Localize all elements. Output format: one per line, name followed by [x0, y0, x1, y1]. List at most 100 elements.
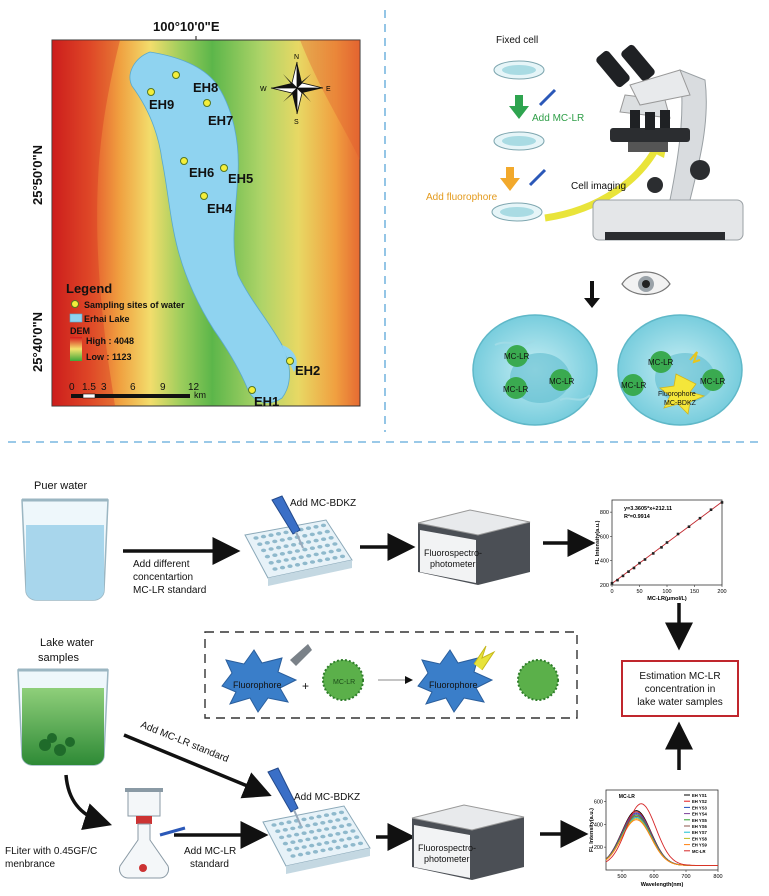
chart2-xlabel: Wavelength(nm) [641, 882, 684, 888]
legend-title: Legend [66, 281, 112, 296]
legend-low: Low : 1123 [86, 352, 132, 362]
chart2-legend-label: MC-LR [692, 849, 706, 854]
scale-unit: km [194, 390, 206, 400]
chart2-legend-label: EH YS7 [692, 830, 707, 835]
chart1-ytick: 800 [600, 510, 609, 516]
sampling-sites [147, 71, 294, 394]
chart2-xtick: 500 [617, 874, 626, 880]
erhai-lake [129, 51, 290, 404]
petri-dish-3-icon [491, 202, 543, 222]
fixed-cell-label: Fixed cell [496, 35, 538, 46]
chart1-ytick: 200 [600, 583, 609, 589]
scale-0: 0 [69, 382, 75, 393]
compass-s: S [294, 119, 299, 126]
reaction-fluoro-2: Fluorophore [429, 680, 478, 690]
chart1-xtick: 0 [610, 589, 613, 595]
compass-rose-icon: N S E W [260, 54, 331, 126]
site-label-eh6: EH6 [189, 165, 214, 180]
lake-water-line1: Lake water [40, 637, 94, 649]
instrument-bottom-line1: Fluorospectro- [418, 843, 476, 853]
scale-1-5: 1.5 [82, 382, 96, 393]
chart1-point [638, 561, 641, 565]
chart2-ytick: 200 [594, 845, 603, 851]
compass-n: N [294, 54, 299, 61]
cell1-mclr-1: MC-LR [504, 352, 530, 361]
chart1-ytick: 400 [600, 559, 609, 565]
legend-dem: DEM [70, 326, 90, 336]
chart2-legend-label: EH YS4 [692, 812, 707, 817]
fluorospectrophotometer-top-icon: Fluorospectro- photometer [417, 509, 531, 585]
add-standard-line2: concentartion [133, 572, 193, 583]
add-mclr-standard-bottom-line2: standard [190, 859, 229, 870]
fliter-line1: FLiter with 0.45GF/C [5, 846, 97, 857]
cell1-mclr-2: MC-LR [549, 377, 575, 386]
cell2-fluoro-line1: Fluorophore [658, 391, 696, 398]
chart2-series-line [605, 803, 718, 866]
scale-3: 3 [101, 382, 107, 393]
cell-after: MC-LR MC-LR MC-LR Fluorophore MC-BDKZ [617, 314, 743, 426]
chart1-point [627, 570, 630, 573]
chart2-xtick: 700 [681, 874, 690, 880]
latitude-label-upper: 25°50'0"N [30, 145, 45, 205]
chart1-xtick: 50 [636, 589, 642, 595]
site-label-eh8: EH8 [193, 80, 218, 95]
reaction-fluoro-1: Fluorophore [233, 680, 282, 690]
legend-sampling: Sampling sites of water [84, 300, 185, 310]
filter-flask-icon [119, 788, 186, 879]
add-fluorophore-label: Add fluorophore [426, 192, 498, 203]
chart2-ytick: 400 [594, 822, 603, 828]
scale-6: 6 [130, 382, 136, 393]
cell1-mclr-3: MC-LR [503, 385, 529, 394]
well-plate-bottom-icon [262, 805, 371, 874]
reaction-mclr: MC-LR [333, 679, 355, 686]
microscope-icon [592, 44, 744, 241]
site-label-eh1: EH1 [254, 394, 279, 409]
petri-dish-2-icon [493, 131, 545, 151]
chart1-point [643, 558, 647, 561]
chart1-ytick: 600 [600, 534, 609, 540]
pipette-bottom-icon [267, 767, 302, 827]
chart2-ylabel: FL Intensity(a.u.) [589, 808, 595, 852]
cell-imaging-panel: Fixed cell Add MC-LR Add fluorophore Cel… [426, 35, 744, 426]
chart2-legend-label: EH YS8 [692, 836, 707, 841]
well-plate-top-icon [244, 519, 353, 586]
add-mclr-label: Add MC-LR [532, 113, 584, 124]
estimation-line3: lake water samples [637, 697, 723, 708]
chart2-legend-label: EH YS2 [692, 799, 707, 804]
cell-imaging-label: Cell imaging [571, 181, 626, 192]
chart1-xtick: 100 [662, 589, 671, 595]
petri-dish-1-icon [493, 60, 545, 80]
chart2-legend-label: EH YS9 [692, 843, 707, 848]
chart1-ylabel: FL Intensity(a.u.) [595, 520, 601, 564]
chart1-point [651, 552, 655, 555]
cell-before: MC-LR MC-LR MC-LR [472, 314, 598, 426]
reaction-scheme: Fluorophore + MC-LR Fluorophore [221, 644, 559, 713]
scale-9: 9 [160, 382, 166, 393]
fliter-line2: menbrance [5, 859, 55, 870]
pipette-top-icon [271, 495, 304, 549]
map-legend: Legend Sampling sites of water Erhai Lak… [66, 281, 185, 362]
chart1-point [720, 501, 724, 504]
chart2-annotation: MC-LR [619, 794, 635, 800]
chart1-xlabel: MC-LR(μmol/L) [647, 596, 687, 602]
chart1-point [660, 546, 663, 549]
eye-icon [621, 271, 671, 296]
study-area-map: 100°10'0"E EH8 EH9 EH7 EH6 EH5 EH4 EH2 E… [30, 19, 361, 409]
legend-lake: Erhai Lake [84, 314, 130, 324]
add-mclr-standard-bottom-line1: Add MC-LR [184, 846, 236, 857]
compass-e: E [326, 86, 331, 93]
add-standard-line3: MC-LR standard [133, 585, 206, 596]
chart1-point [632, 566, 636, 570]
instrument-bottom-line2: photometer [424, 854, 470, 864]
site-label-eh5: EH5 [228, 171, 253, 186]
scale-12: 12 [188, 382, 200, 393]
puer-water-label: Puer water [34, 480, 88, 492]
chart1-point [616, 578, 619, 582]
chart1-point [709, 508, 713, 512]
chart2-legend-label: EH YS3 [692, 805, 707, 810]
reaction-plus: + [302, 679, 309, 693]
detection-workflow: Puer water Add different concentartion M… [5, 480, 739, 888]
instrument-top-line2: photometer [430, 559, 476, 569]
